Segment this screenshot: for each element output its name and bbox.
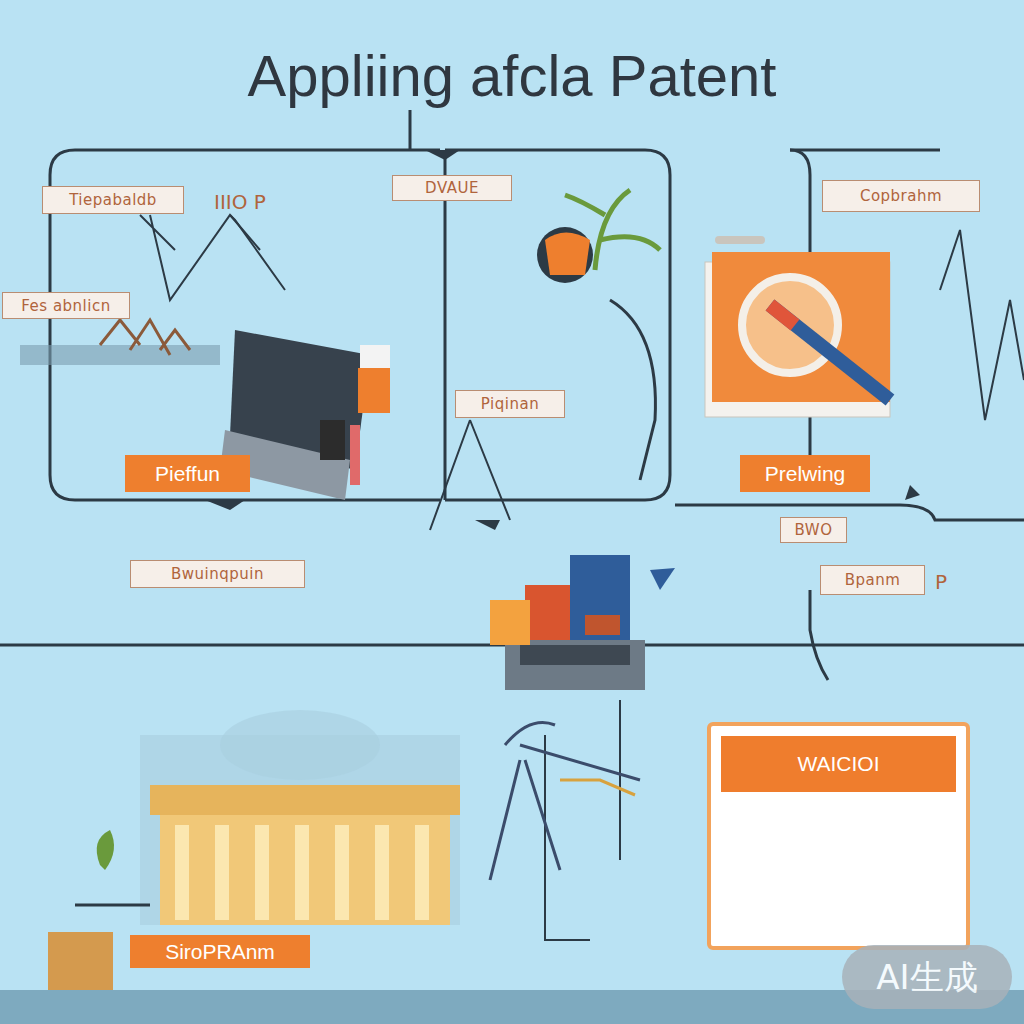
node-label: Piqinan — [481, 395, 539, 413]
step-label: Prelwing — [740, 455, 870, 492]
node-label: Prelwing — [765, 462, 846, 486]
diagram-title: Appliing afcla Patent — [0, 42, 1024, 109]
step-label: Pieffun — [125, 455, 250, 492]
node-label: Bwuinqpuin — [171, 565, 264, 583]
plant-illustration — [537, 190, 660, 283]
shore-scene — [20, 320, 220, 365]
node-label: BWO — [795, 521, 833, 539]
node-label: Pieffun — [155, 462, 220, 486]
node-label: DVAUE — [425, 179, 479, 197]
text-tag: Fes abnlicn — [2, 292, 130, 319]
text-tag: Piqinan — [455, 390, 565, 418]
connector-dot — [425, 150, 460, 160]
text-tag: Tiepabaldb — [42, 186, 184, 214]
text-tag: DVAUE — [392, 175, 512, 201]
document-card: WAICIOI — [707, 722, 970, 950]
courthouse-illustration — [48, 710, 460, 990]
watermark: AI生成 — [842, 945, 1012, 1009]
node-label: SiroPRAnm — [165, 940, 275, 964]
device-illustration — [490, 555, 675, 690]
node-label: WAICIOI — [721, 736, 956, 792]
node-label: Bpanm — [845, 571, 901, 589]
loose-label: IIIO P — [214, 190, 266, 214]
magnifier-illustration — [705, 236, 890, 417]
node-label: Tiepabaldb — [69, 191, 157, 209]
tool-illustration — [490, 723, 640, 881]
text-tag: BWO — [780, 517, 847, 543]
frame-lines — [0, 110, 1024, 680]
text-tag: Copbrahm — [822, 180, 980, 212]
loose-label: P — [935, 570, 947, 594]
node-label: Copbrahm — [860, 187, 942, 205]
text-tag: Bpanm — [820, 565, 925, 595]
text-tag: Bwuinqpuin — [130, 560, 305, 588]
node-label: Fes abnlicn — [21, 297, 110, 315]
step-label: SiroPRAnm — [130, 935, 310, 968]
